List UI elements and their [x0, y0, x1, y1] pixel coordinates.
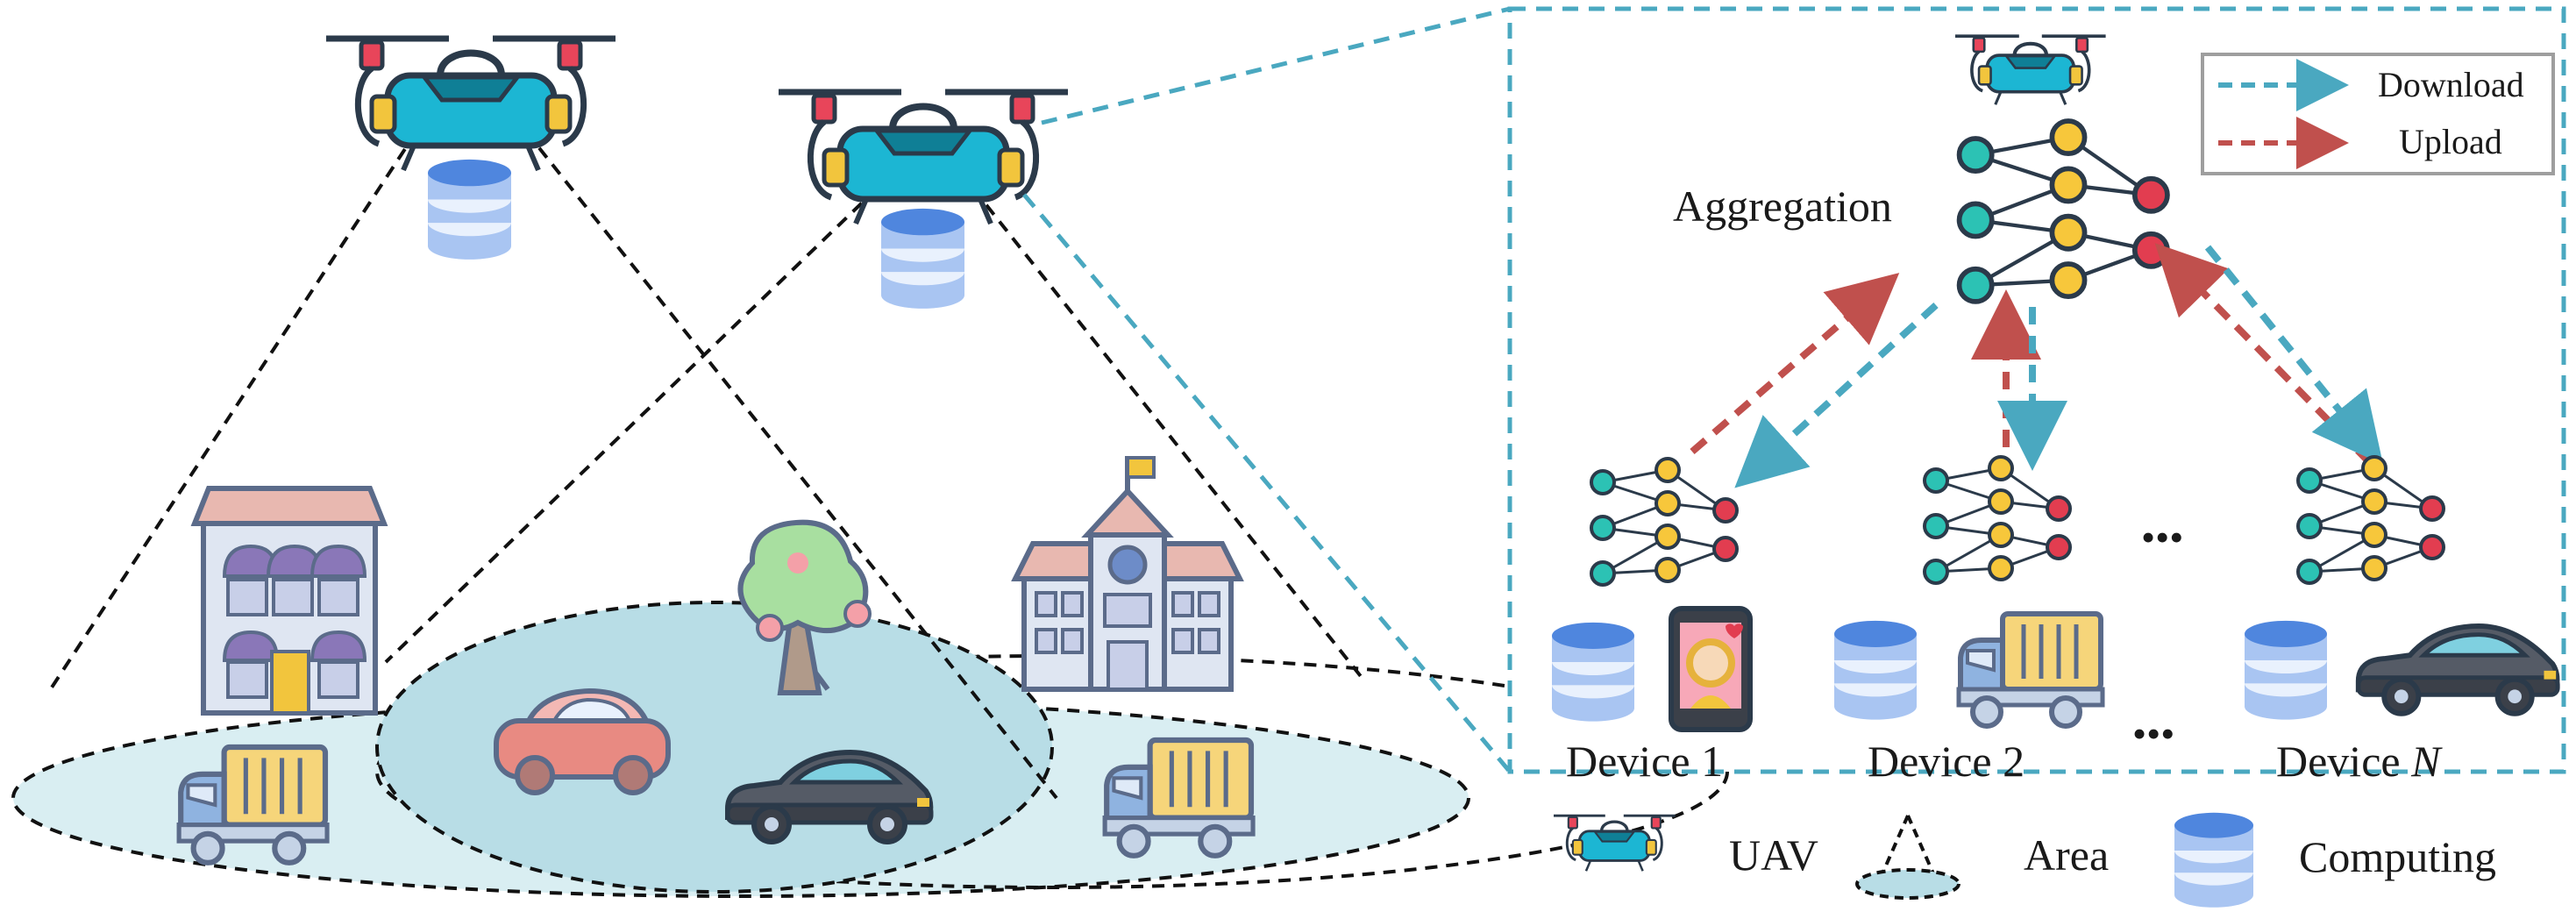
device-label-n: Device N	[2276, 737, 2443, 786]
computing-legend-icon	[2174, 812, 2253, 908]
computing-icon	[1834, 620, 1917, 720]
coverage-cone-lines	[46, 130, 1365, 800]
area-legend-icon	[1855, 815, 1960, 900]
computing-icon	[428, 159, 511, 260]
apartment-building-icon	[190, 486, 388, 716]
computing-icon	[2245, 620, 2327, 720]
tree-icon	[737, 519, 872, 695]
uav-icon	[1552, 814, 1677, 873]
school-building-icon	[1011, 456, 1244, 692]
uav-legend-label: UAV	[1729, 830, 1818, 880]
uav-1	[326, 39, 616, 260]
device-label-1: Device 1	[1566, 737, 1723, 786]
transfer-arrows	[1690, 243, 2384, 488]
device-label-2: Device 2	[1868, 737, 2025, 786]
smartphone-icon	[1669, 606, 1753, 732]
symbol-legend: UAV Area Computing	[1552, 812, 2496, 908]
download-label: Download	[2378, 65, 2524, 104]
aggregation-label: Aggregation	[1673, 182, 1892, 231]
zoom-connector	[1022, 6, 1512, 773]
inset-panel: Download Upload Aggregation •••	[1507, 6, 2566, 786]
red-car-icon	[494, 687, 671, 795]
area-overlap	[375, 601, 1054, 894]
computing-legend-label: Computing	[2299, 832, 2496, 881]
upload-label: Upload	[2399, 122, 2502, 161]
ellipsis: •••	[2141, 515, 2183, 559]
ellipsis: •••	[2132, 711, 2174, 756]
arrow-legend: Download Upload	[2201, 53, 2555, 175]
computing-icon	[1552, 622, 1634, 722]
computing-icon	[881, 208, 964, 309]
area-legend-label: Area	[2024, 830, 2109, 880]
uav-2	[779, 92, 1068, 309]
